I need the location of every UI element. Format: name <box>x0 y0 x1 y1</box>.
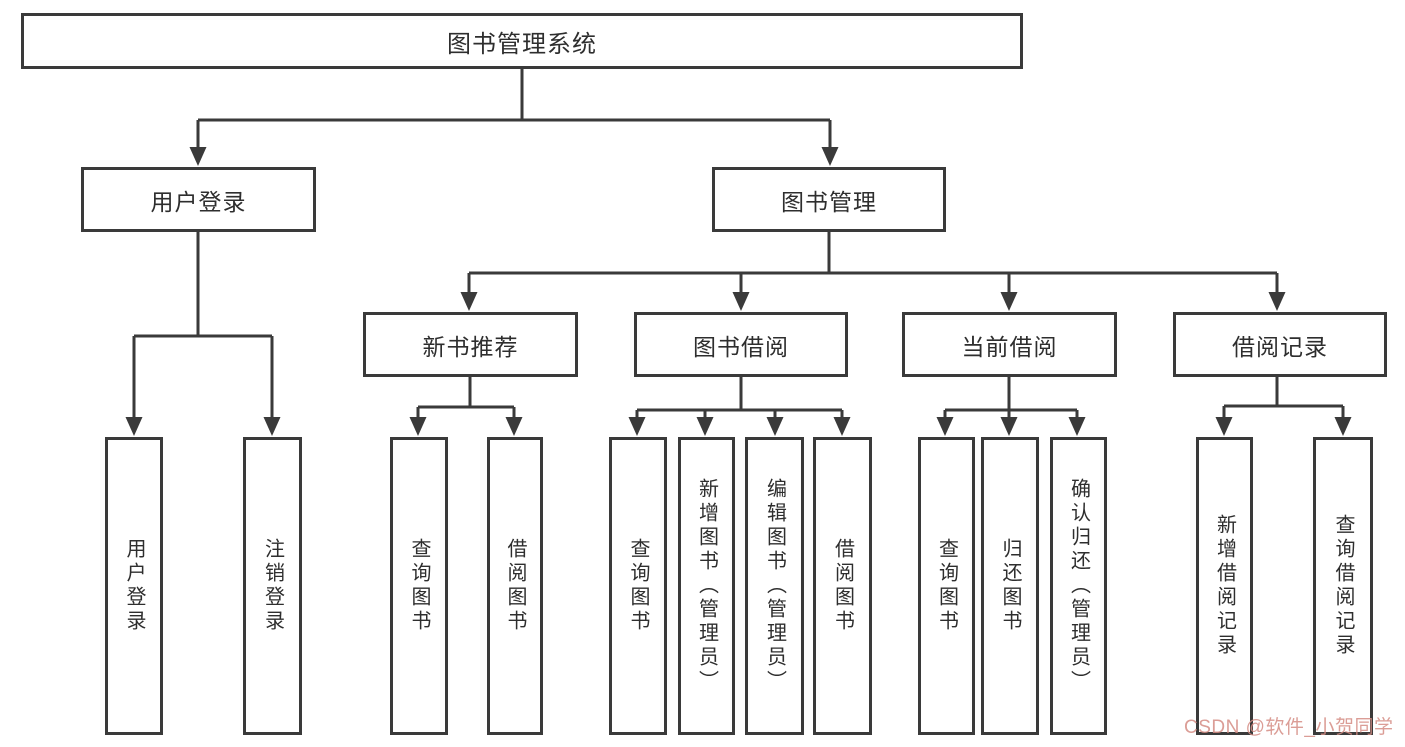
node-label: 新增借阅记录 <box>1213 514 1236 658</box>
node-label: 新书推荐 <box>422 333 519 360</box>
node-label: 查询借阅记录 <box>1332 514 1354 658</box>
node-label: 查询图书 <box>935 538 958 634</box>
node-label: 图书管理系统 <box>447 30 597 58</box>
leaf-edit-books-admin: 编辑图书（管理员） <box>745 437 804 735</box>
watermark: CSDN @软件_小贺同学 <box>1184 717 1394 738</box>
node-label: 图书管理 <box>781 188 877 215</box>
node-new-book-recommend: 新书推荐 <box>363 312 578 377</box>
node-label: 编辑图书（管理员） <box>763 478 786 694</box>
node-label: 注销登录 <box>261 538 284 634</box>
node-borrow-records: 借阅记录 <box>1173 312 1387 377</box>
node-label: 用户登录 <box>150 188 247 215</box>
node-root-library-system: 图书管理系统 <box>21 13 1023 69</box>
node-label: 归还图书 <box>999 538 1021 634</box>
leaf-add-books-admin: 新增图书（管理员） <box>678 437 735 735</box>
node-book-borrow: 图书借阅 <box>634 312 848 377</box>
node-current-borrow: 当前借阅 <box>902 312 1117 377</box>
node-label: 确认归还（管理员） <box>1067 478 1090 694</box>
leaf-return-books: 归还图书 <box>981 437 1039 735</box>
node-label: 图书借阅 <box>693 333 789 360</box>
node-label: 查询图书 <box>627 538 649 634</box>
node-label: 用户登录 <box>123 538 145 634</box>
node-user-login-branch: 用户登录 <box>81 167 316 232</box>
leaf-query-books-recommend: 查询图书 <box>390 437 448 735</box>
leaf-user-login: 用户登录 <box>105 437 163 735</box>
node-label: 查询图书 <box>408 538 430 634</box>
node-label: 借阅图书 <box>831 538 854 634</box>
leaf-borrow-books-recommend: 借阅图书 <box>487 437 543 735</box>
leaf-confirm-return-admin: 确认归还（管理员） <box>1050 437 1107 735</box>
node-label: 新增图书（管理员） <box>695 478 718 694</box>
node-book-management-branch: 图书管理 <box>712 167 946 232</box>
leaf-query-books-current: 查询图书 <box>918 437 975 735</box>
leaf-add-borrow-record: 新增借阅记录 <box>1196 437 1253 735</box>
node-label: 借阅记录 <box>1232 333 1328 360</box>
leaf-query-borrow-record: 查询借阅记录 <box>1313 437 1373 735</box>
leaf-query-books-borrow: 查询图书 <box>609 437 667 735</box>
leaf-logout: 注销登录 <box>243 437 302 735</box>
leaf-borrow-books: 借阅图书 <box>813 437 872 735</box>
node-label: 借阅图书 <box>504 538 526 634</box>
node-label: 当前借阅 <box>961 333 1058 360</box>
